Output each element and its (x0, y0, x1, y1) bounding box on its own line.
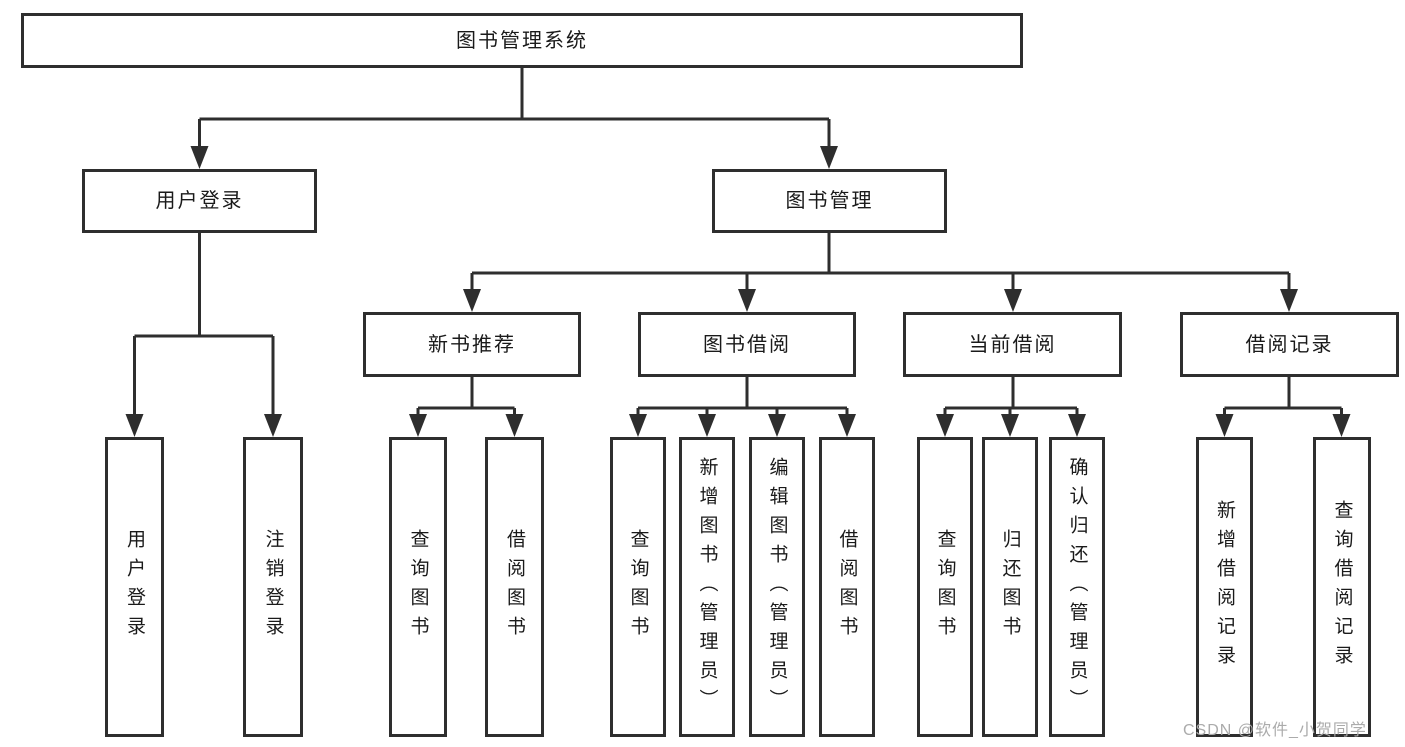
node-borrowing-records: 借阅记录 (1180, 312, 1399, 377)
node-book-borrowing: 图书借阅 (638, 312, 856, 377)
leaf-search-books-borrowing: 查询图书 (610, 437, 666, 737)
leaf-add-borrow-record: 新增借阅记录 (1196, 437, 1253, 737)
leaf-logout: 注销登录 (243, 437, 303, 737)
leaf-edit-book-admin: 编辑图书（管理员） (749, 437, 805, 737)
node-current-borrowing: 当前借阅 (903, 312, 1122, 377)
leaf-add-book-admin: 新增图书（管理员） (679, 437, 735, 737)
leaf-borrow-books-borrowing: 借阅图书 (819, 437, 875, 737)
leaf-return-books: 归还图书 (982, 437, 1038, 737)
node-user-login: 用户登录 (82, 169, 317, 233)
watermark: CSDN @软件_小贺同学 (1183, 722, 1367, 739)
leaf-search-borrow-record: 查询借阅记录 (1313, 437, 1371, 737)
node-book-management: 图书管理 (712, 169, 947, 233)
leaf-confirm-return-admin: 确认归还（管理员） (1049, 437, 1105, 737)
arrowheads (125, 146, 1351, 437)
leaf-search-books-current: 查询图书 (917, 437, 973, 737)
leaf-search-books-recommend: 查询图书 (389, 437, 447, 737)
node-new-book-recommendation: 新书推荐 (363, 312, 581, 377)
leaf-user-login: 用户登录 (105, 437, 164, 737)
leaf-borrow-books-recommend: 借阅图书 (485, 437, 544, 737)
node-library-management-system: 图书管理系统 (21, 13, 1023, 68)
connector-paths (133, 68, 1343, 417)
